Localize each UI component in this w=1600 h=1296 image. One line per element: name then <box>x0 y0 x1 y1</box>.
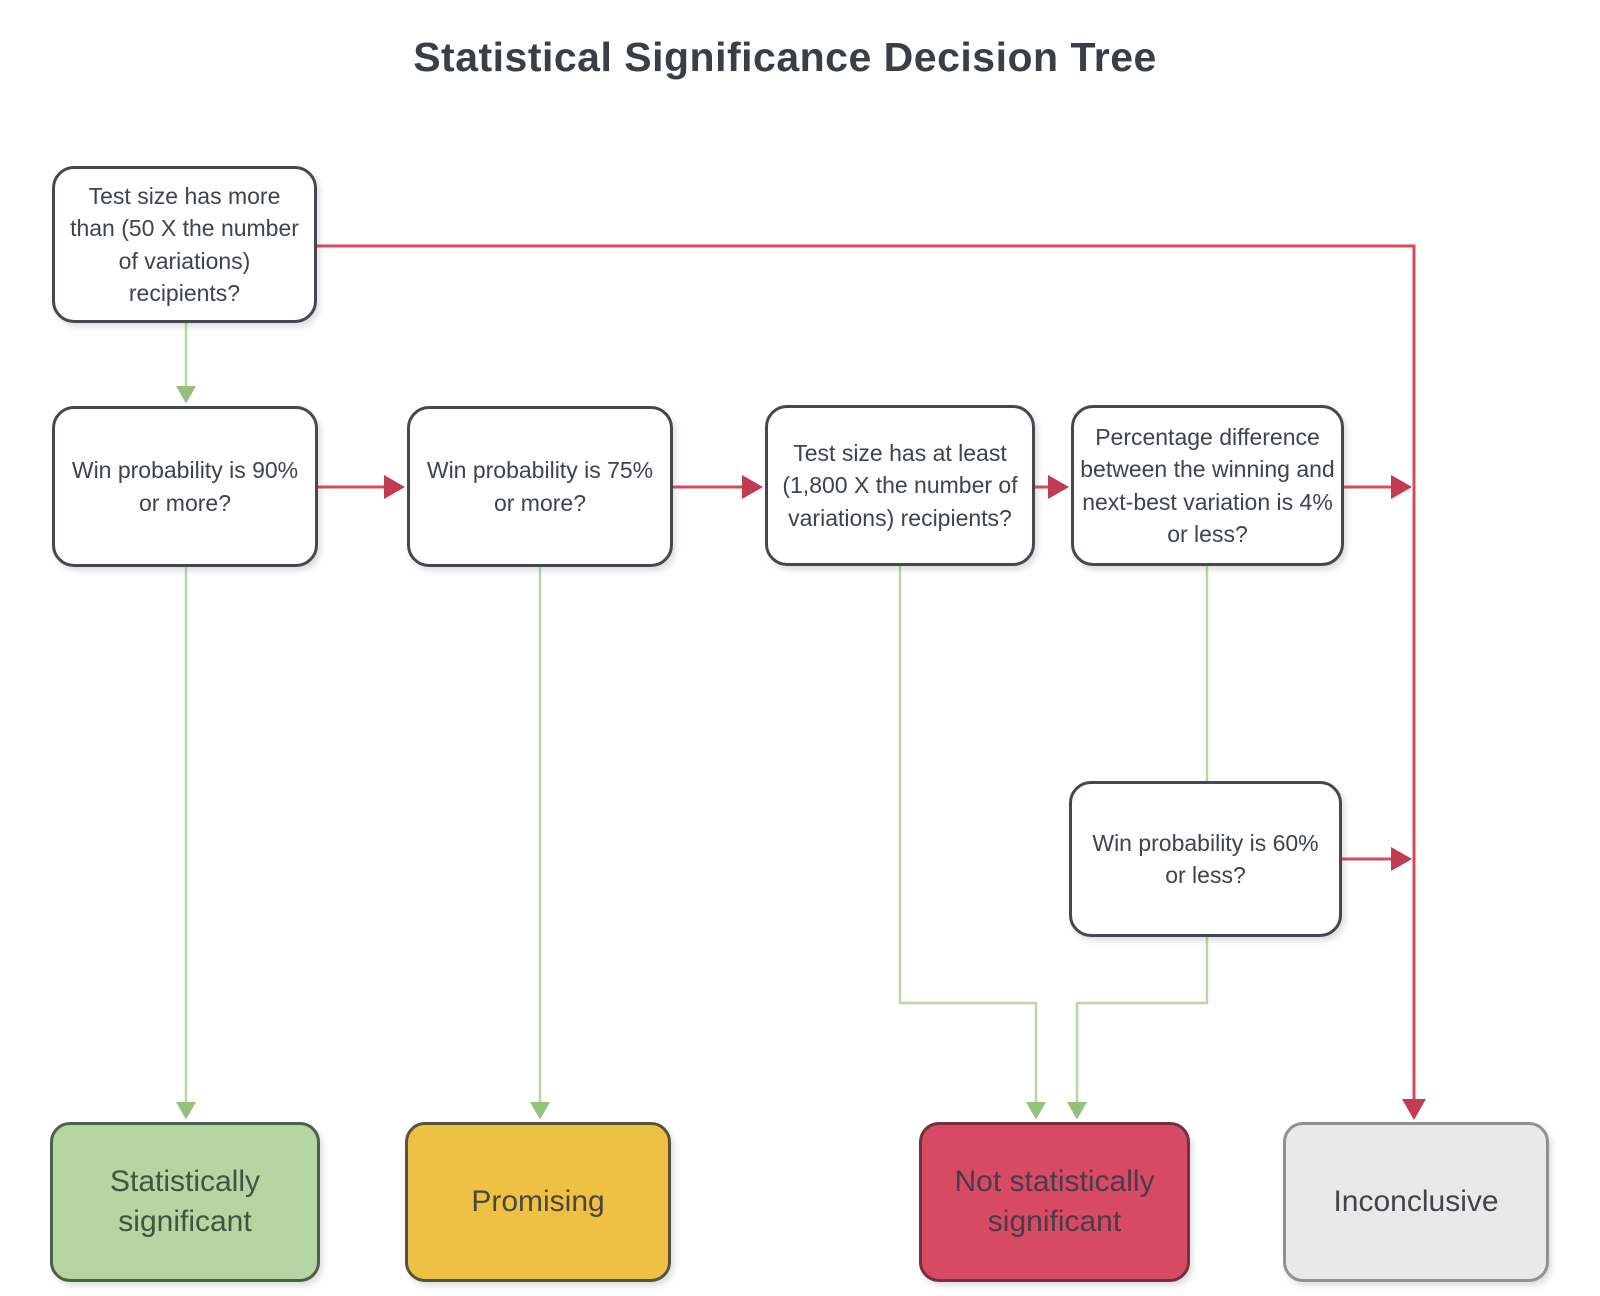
node-win-probability-75: Win probability is 75% or more? <box>407 406 673 567</box>
node-test-size-50x-label: Test size has more than (50 X the number… <box>70 183 299 306</box>
node-percentage-difference-4-label: Percentage difference between the winnin… <box>1080 424 1335 547</box>
outcome-promising-label: Promising <box>471 1184 605 1218</box>
outcome-not-statistically-significant: Not statistically significant <box>919 1122 1190 1282</box>
outcome-inconclusive: Inconclusive <box>1283 1122 1549 1282</box>
outcome-statistically-significant: Statistically significant <box>50 1122 320 1282</box>
node-win-probability-90: Win probability is 90% or more? <box>52 406 318 567</box>
node-win-probability-90-label: Win probability is 90% or more? <box>71 457 299 516</box>
outcome-statistically-significant-label: Statistically significant <box>109 1164 261 1239</box>
page-title: Statistical Significance Decision Tree <box>413 34 1157 80</box>
yes-connectors <box>176 323 1209 1120</box>
node-win-probability-75-label: Win probability is 75% or more? <box>426 457 654 516</box>
node-test-size-1800x: Test size has at least (1,800 X the numb… <box>765 405 1035 566</box>
node-test-size-1800x-label: Test size has at least (1,800 X the numb… <box>782 440 1018 531</box>
edge-no-testsize50-to-inconclusive <box>317 244 1426 1120</box>
outcome-promising: Promising <box>405 1122 671 1282</box>
edge-yes-testsize1800-to-notsignificant <box>898 566 1046 1120</box>
node-win-probability-60-label: Win probability is 60% or less? <box>1092 829 1319 888</box>
outcome-not-statistically-significant-label: Not statistically significant <box>954 1164 1155 1239</box>
outcome-inconclusive-label: Inconclusive <box>1333 1184 1499 1218</box>
node-percentage-difference-4: Percentage difference between the winnin… <box>1071 405 1344 566</box>
node-test-size-50x: Test size has more than (50 X the number… <box>52 166 317 323</box>
node-win-probability-60: Win probability is 60% or less? <box>1069 781 1342 937</box>
no-connectors <box>317 244 1426 1120</box>
